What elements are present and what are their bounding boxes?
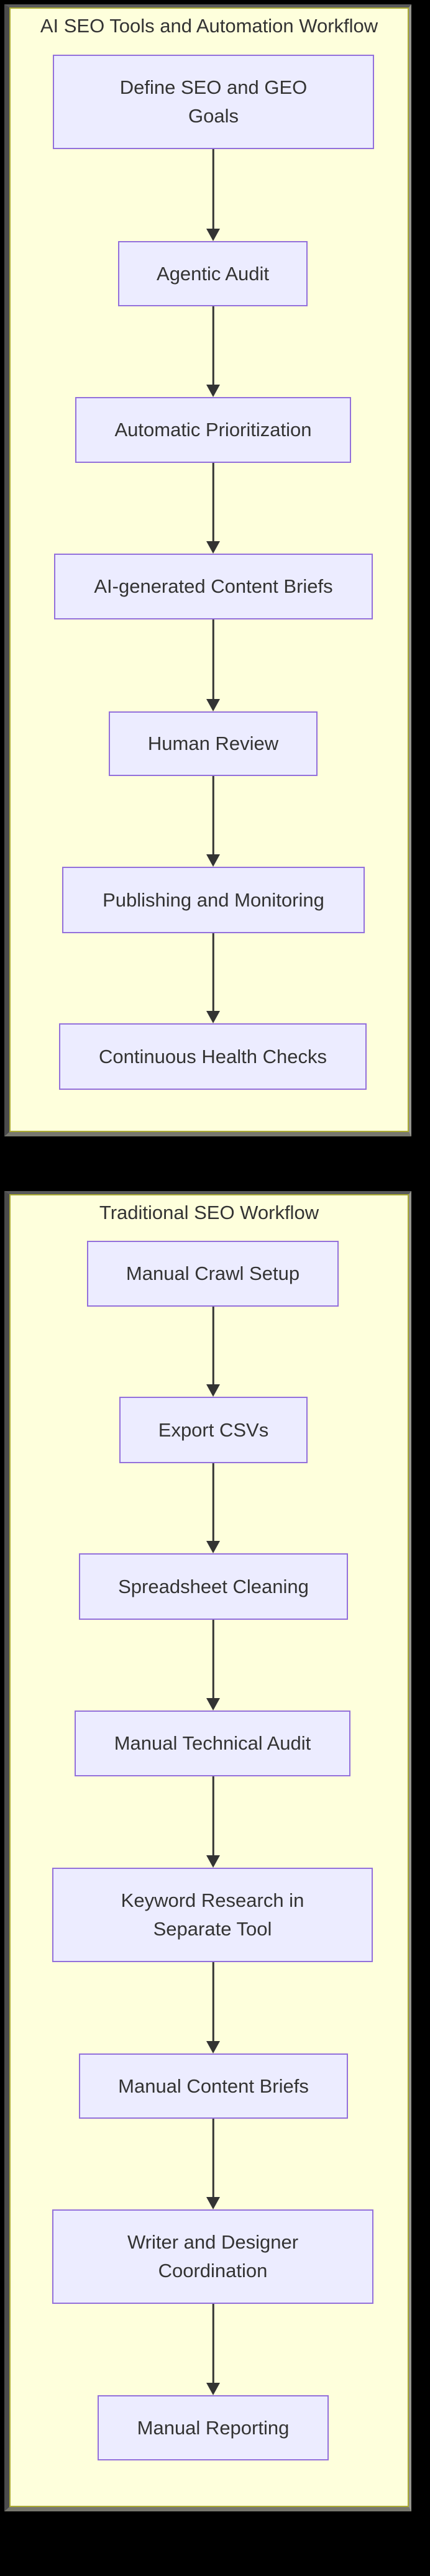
flow-arrow — [206, 619, 221, 711]
flow-node-label: Automatic Prioritization — [114, 419, 312, 441]
arrowhead-icon — [206, 385, 220, 397]
flow-node-label: Separate Tool — [153, 1918, 272, 1940]
flow-node-manual-crawl-setup: Manual Crawl Setup — [87, 1241, 339, 1307]
arrow-line — [212, 1307, 214, 1386]
flow-arrow — [206, 1962, 221, 2053]
arrow-line — [212, 1776, 214, 1857]
arrowhead-icon — [206, 1698, 220, 1710]
flow-node-label: Spreadsheet Cleaning — [118, 1575, 309, 1597]
arrow-line — [212, 306, 214, 386]
arrowhead-icon — [206, 1011, 220, 1023]
flow-arrow — [206, 463, 221, 554]
flow-node-label: Manual Reporting — [137, 2416, 290, 2439]
flow-node-label: Define SEO and GEO — [119, 76, 308, 98]
flow-node-label: Writer and Designer — [127, 2231, 299, 2253]
flow-arrow — [206, 1620, 221, 1710]
flow-node-label: Agentic Audit — [157, 262, 269, 285]
flow-node-manual-content-briefs: Manual Content Briefs — [79, 2053, 348, 2119]
flow-arrow — [206, 2119, 221, 2209]
flow-node-label: Coordination — [158, 2260, 268, 2281]
arrow-line — [212, 776, 214, 856]
arrow-line — [212, 619, 214, 701]
flow-node-label: Keyword Research in — [121, 1889, 304, 1911]
flow-arrow — [206, 1776, 221, 1868]
arrow-line — [212, 149, 214, 231]
arrowhead-icon — [206, 2383, 220, 2395]
flow-arrow — [206, 2304, 221, 2395]
arrowhead-icon — [206, 2041, 220, 2053]
panel-traditional-seo-workflow-canvas: Traditional SEO Workflow Manual Crawl Se… — [9, 1194, 409, 2507]
flow-node-label: Export CSVs — [158, 1418, 269, 1441]
arrow-line — [212, 463, 214, 543]
arrowhead-icon — [206, 1384, 220, 1397]
arrow-line — [212, 1463, 214, 1543]
arrow-line — [212, 933, 214, 1013]
panel-title: AI SEO Tools and Automation Workflow — [40, 15, 378, 37]
flow-node-publishing-and-monitoring: Publishing and Monitoring — [62, 867, 365, 933]
flow-node-ai-generated-content-briefs: AI-generated Content Briefs — [54, 554, 373, 619]
flow-node-human-review: Human Review — [109, 711, 318, 776]
arrowhead-icon — [206, 1541, 220, 1553]
flow-node-label: Goals — [188, 105, 239, 127]
flow-node-label: Manual Technical Audit — [114, 1732, 311, 1754]
flow-node-automatic-prioritization: Automatic Prioritization — [75, 397, 351, 463]
flow-node-keyword-research-in-separate-tool: Keyword Research in Separate Tool — [52, 1868, 373, 1962]
arrow-line — [212, 1620, 214, 1700]
flow-node-label: Manual Crawl Setup — [126, 1263, 300, 1284]
flow-node-manual-reporting: Manual Reporting — [98, 2395, 329, 2460]
panel-traditional-seo-workflow: Traditional SEO Workflow Manual Crawl Se… — [4, 1191, 411, 2511]
flow-node-label: Continuous Health Checks — [98, 1045, 327, 1067]
arrowhead-icon — [206, 229, 220, 241]
arrowhead-icon — [206, 1855, 220, 1868]
flow-node-continuous-health-checks: Continuous Health Checks — [59, 1023, 367, 1090]
flow-arrow — [206, 1307, 221, 1397]
arrowhead-icon — [206, 541, 220, 554]
flow-node-export-csvs: Export CSVs — [119, 1397, 308, 1463]
flow-node-spreadsheet-cleaning: Spreadsheet Cleaning — [79, 1553, 348, 1620]
flow-node-define-seo-and-geo-goals: Define SEO and GEO Goals — [53, 55, 374, 149]
flow-arrow — [206, 306, 221, 397]
arrow-line — [212, 2119, 214, 2199]
panel-ai-seo-workflow: AI SEO Tools and Automation Workflow Def… — [4, 4, 411, 1136]
flow-node-label: Publishing and Monitoring — [103, 888, 324, 911]
flow-arrow — [206, 149, 221, 241]
arrow-line — [212, 2304, 214, 2385]
flow-arrow — [206, 776, 221, 867]
arrowhead-icon — [206, 699, 220, 711]
flow-arrow — [206, 1463, 221, 1553]
panel-title: Traditional SEO Workflow — [99, 1202, 319, 1223]
arrowhead-icon — [206, 2197, 220, 2209]
flow-node-manual-technical-audit: Manual Technical Audit — [75, 1710, 350, 1776]
flow-node-label: Manual Content Briefs — [118, 2075, 309, 2097]
flow-arrow — [206, 933, 221, 1023]
flow-node-agentic-audit: Agentic Audit — [118, 241, 308, 306]
flow-node-label: AI-generated Content Briefs — [94, 575, 333, 597]
panel-ai-seo-workflow-canvas: AI SEO Tools and Automation Workflow Def… — [9, 7, 409, 1132]
flow-node-label: Human Review — [147, 733, 279, 754]
arrow-line — [212, 1962, 214, 2043]
arrowhead-icon — [206, 854, 220, 867]
